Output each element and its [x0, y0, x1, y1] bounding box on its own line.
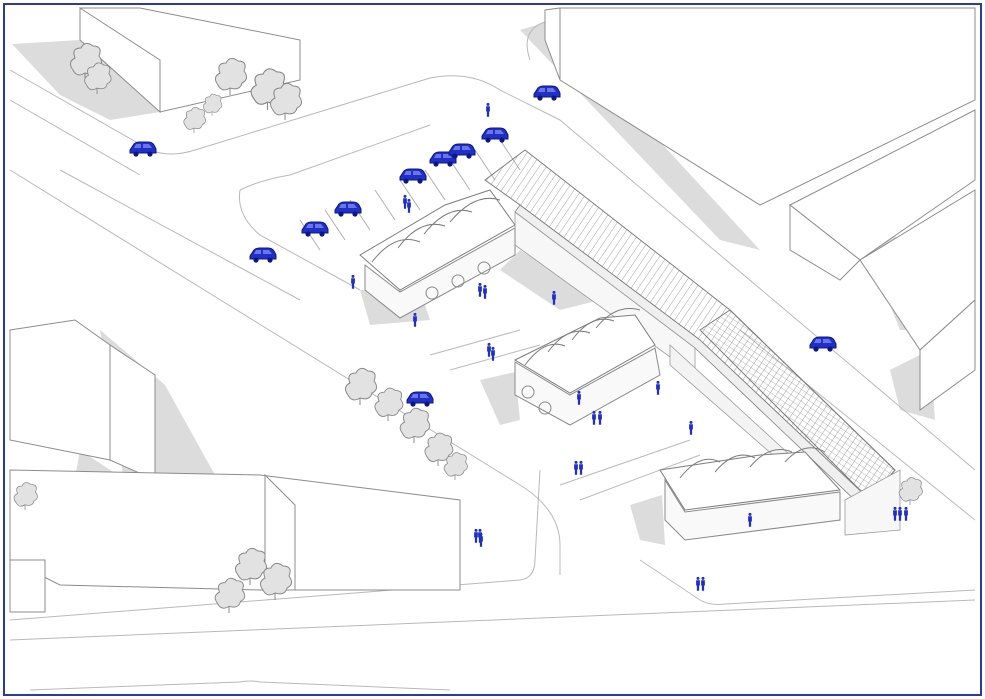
- person-icon: [696, 576, 700, 591]
- parking-lot-edge: [238, 189, 361, 291]
- car-icon: [809, 336, 837, 353]
- road-edge-bottom: [29, 680, 451, 691]
- car-icon: [481, 127, 509, 144]
- building-left-lower-roof: [9, 469, 461, 591]
- tree-icon: [344, 367, 378, 405]
- building-right-lower-wall: [919, 298, 976, 411]
- surrounding-buildings: [9, 7, 976, 613]
- person-icon: [407, 198, 411, 213]
- car-icon: [334, 201, 362, 218]
- building-left-mid-roof: [9, 319, 111, 461]
- sidewalk-edge: [639, 559, 976, 605]
- tree-icon: [374, 387, 404, 421]
- person-icon: [656, 380, 660, 395]
- car-icon: [448, 143, 476, 160]
- person-icon: [689, 420, 693, 435]
- ground-lines: [9, 17, 976, 691]
- pavilion-b-wall: [514, 347, 661, 426]
- long-roof-lower: [699, 309, 896, 501]
- parking-lot-edge-2: [239, 124, 431, 191]
- building-left-mid-wall: [109, 344, 156, 481]
- person-icon: [592, 410, 596, 425]
- pavilion-b-roof: [513, 314, 656, 394]
- car-icon: [301, 221, 329, 238]
- person-icon: [413, 312, 417, 327]
- car-icon: [406, 391, 434, 408]
- shadow-long-block: [500, 250, 600, 310]
- road-edge-parking-loop: [429, 75, 561, 121]
- person-icon: [598, 410, 602, 425]
- main-building: [359, 149, 901, 541]
- pavilion-c-roof: [659, 451, 842, 511]
- road-edge-right: [559, 119, 976, 471]
- car-icon: [249, 247, 277, 264]
- person-icon: [904, 506, 908, 521]
- road-edge-main-diagonal: [9, 169, 561, 575]
- pavilion-a-wall: [364, 227, 516, 319]
- building-top-left-wall: [79, 7, 161, 114]
- person-icon: [478, 282, 482, 297]
- building-left-lower-wall: [264, 473, 296, 591]
- building-left-bottom-wall: [9, 559, 46, 613]
- pavilion-b-vaults: [524, 308, 641, 366]
- person-icon: [574, 460, 578, 475]
- person-icon: [403, 194, 407, 209]
- shadow-building-b: [480, 372, 520, 425]
- tree-icon: [898, 477, 923, 505]
- person-icon: [474, 528, 478, 543]
- person-icon: [479, 532, 483, 547]
- road-edge-south: [9, 469, 541, 621]
- building-top-right-wall: [544, 7, 561, 81]
- building-right-wall: [789, 203, 861, 281]
- car-icon: [399, 168, 427, 185]
- person-icon: [487, 342, 491, 357]
- car-icon: [533, 85, 561, 102]
- person-icon: [579, 460, 583, 475]
- east-wing-wall: [844, 469, 901, 536]
- person-icon: [486, 102, 490, 117]
- tree-icon: [183, 107, 206, 133]
- pavilion-a-roof: [359, 189, 516, 291]
- road-edge-main-diagonal-2: [59, 169, 301, 301]
- car-icon: [129, 141, 157, 158]
- pavilion-a-vaults: [371, 197, 501, 263]
- drawing-frame: [3, 3, 982, 696]
- road-edge-south-2: [9, 599, 976, 641]
- shadow-building-c: [630, 495, 665, 545]
- road-edge-top-left-2: [9, 99, 141, 176]
- person-icon: [701, 576, 705, 591]
- pavilion-c-vaults: [679, 447, 826, 479]
- pavilion-c-wall: [664, 478, 841, 541]
- plaza-edge: [429, 329, 701, 501]
- person-icon: [483, 284, 487, 299]
